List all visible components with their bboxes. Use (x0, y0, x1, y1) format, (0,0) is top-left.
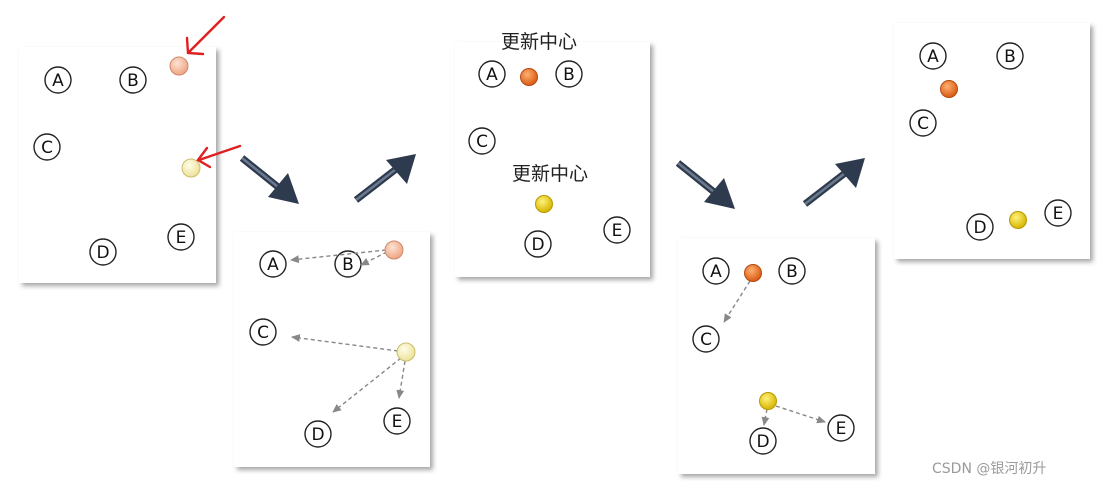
point-e: E (383, 407, 411, 435)
point-a-label: A (267, 255, 279, 275)
initial-centroid-2 (181, 158, 201, 178)
point-a-label: A (927, 47, 939, 67)
panel-2: A B C D E (234, 232, 430, 467)
pointer-arrow-1 (185, 15, 226, 56)
point-d-label: D (531, 235, 544, 255)
point-e: E (167, 223, 195, 251)
updated-centroid-1 (520, 68, 538, 86)
assign-arrow-c (291, 334, 399, 352)
assign-arrow-b (360, 251, 388, 266)
panel-3: 更新中心 更新中心 A B C D E (455, 31, 650, 277)
centroid-2 (396, 342, 416, 362)
point-d-label: D (311, 425, 324, 445)
point-b-label: B (563, 65, 575, 85)
point-d: D (304, 420, 332, 448)
point-c: C (33, 133, 61, 161)
point-b-label: B (342, 255, 354, 275)
point-c-label: C (476, 132, 488, 152)
update-center-caption-top: 更新中心 (501, 31, 577, 53)
assign-arrow-d (761, 408, 770, 426)
point-b: B (996, 42, 1024, 70)
point-d: D (749, 427, 777, 455)
point-e-label: E (176, 228, 187, 248)
point-c: C (468, 127, 496, 155)
panel-4: A B C D E (678, 238, 875, 474)
point-c: C (249, 318, 277, 346)
point-e: E (603, 216, 631, 244)
point-e: E (827, 414, 855, 442)
centroid-1 (744, 264, 762, 282)
point-b-label: B (1004, 47, 1016, 67)
point-d: D (89, 238, 117, 266)
point-a: A (44, 66, 72, 94)
final-centroid-1 (940, 80, 958, 98)
point-a-label: A (52, 71, 64, 91)
point-d-label: D (96, 243, 109, 263)
assignment-lines (290, 249, 406, 413)
point-a-label: A (710, 262, 722, 282)
assign-arrow-c (723, 280, 751, 323)
point-b: B (334, 250, 362, 278)
point-a-label: A (486, 65, 498, 85)
point-e: E (1044, 199, 1072, 227)
pointer-arrow-2 (196, 144, 242, 169)
update-center-caption-mid: 更新中心 (512, 163, 588, 185)
final-centroid-2 (1009, 211, 1027, 229)
point-e-label: E (612, 221, 623, 241)
flow-arrow-2 (353, 154, 416, 203)
point-a: A (259, 250, 287, 278)
assignment-lines (723, 280, 826, 426)
point-d-label: D (973, 218, 986, 238)
point-c-label: C (41, 138, 53, 158)
point-d: D (966, 213, 994, 241)
assign-arrow-e (775, 405, 826, 424)
centroid-2 (759, 392, 777, 410)
point-d: D (524, 230, 552, 258)
point-d-label: D (756, 432, 769, 452)
centroid-1 (384, 240, 404, 260)
updated-centroid-2 (535, 195, 553, 213)
point-e-label: E (392, 412, 403, 432)
point-c: C (909, 109, 937, 137)
point-a: A (919, 42, 947, 70)
point-c-label: C (700, 330, 712, 350)
point-e-label: E (836, 419, 847, 439)
point-e-label: E (1053, 204, 1064, 224)
flow-arrow-1 (239, 155, 299, 204)
assign-arrow-e (396, 360, 406, 399)
point-b: B (778, 257, 806, 285)
point-b: B (555, 60, 583, 88)
point-a: A (702, 257, 730, 285)
point-b: B (119, 66, 147, 94)
assign-arrow-d (332, 357, 402, 413)
point-c-label: C (257, 323, 269, 343)
point-a: A (478, 60, 506, 88)
watermark: CSDN @银河初升 (932, 461, 1047, 477)
point-b-label: B (127, 71, 139, 91)
flow-arrow-3 (675, 160, 735, 209)
assign-arrow-a (290, 249, 387, 264)
point-c: C (692, 325, 720, 353)
panel-5: A B C D E (894, 23, 1090, 259)
flow-arrow-4 (802, 158, 865, 207)
panel-1: A B C D E (19, 15, 242, 283)
point-c-label: C (917, 114, 929, 134)
initial-centroid-1 (169, 56, 189, 76)
point-b-label: B (786, 262, 798, 282)
